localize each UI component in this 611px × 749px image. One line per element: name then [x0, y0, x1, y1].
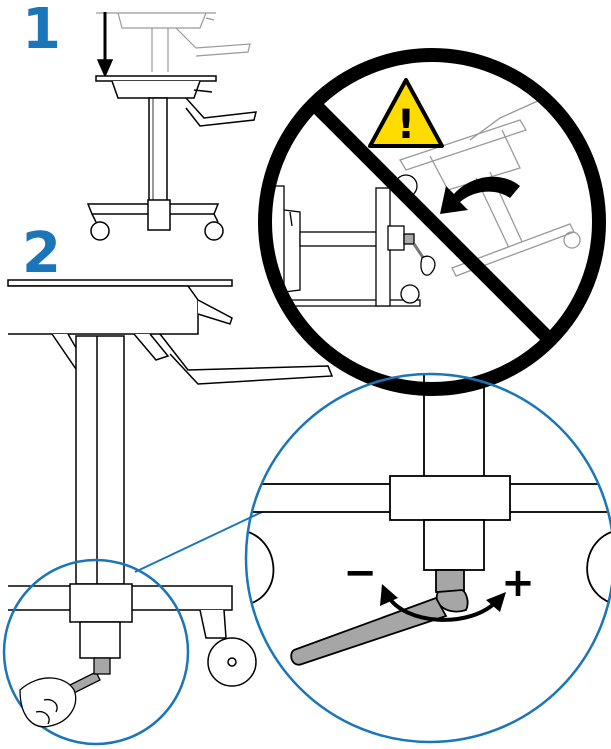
plus-sign: + — [501, 560, 535, 606]
rotate-arrow-icon — [440, 176, 520, 214]
small-detail-circle — [2, 558, 190, 746]
minus-sign: − — [343, 550, 377, 596]
step2-cart — [7, 279, 334, 687]
down-arrow-icon — [96, 12, 114, 78]
cart-on-floor — [267, 174, 436, 307]
step-2-number: 2 — [22, 221, 61, 286]
raised-worksurface — [96, 12, 251, 72]
prohibition-panel: ! — [258, 48, 606, 396]
warning-symbol: ! — [397, 102, 415, 148]
prohibition-icon — [258, 48, 606, 396]
step1-cart — [86, 12, 257, 241]
warning-icon: ! — [368, 78, 444, 148]
large-detail-circle: − + — [244, 372, 611, 744]
step-1-number: 1 — [22, 0, 61, 62]
detail-leader-line — [134, 511, 263, 573]
rotate-adjust-icon — [386, 594, 500, 622]
detail-hex-wrench-icon — [290, 596, 448, 666]
